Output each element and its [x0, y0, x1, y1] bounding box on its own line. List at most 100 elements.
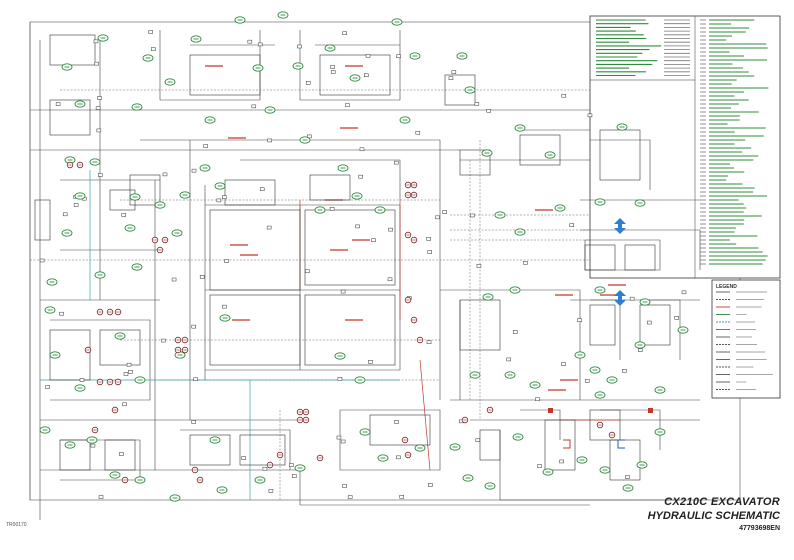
valve-symbol: [59, 311, 64, 316]
reference-badge: [134, 376, 146, 384]
valve-symbol: [123, 372, 129, 376]
component-box: [319, 54, 391, 96]
valve-symbol: [98, 173, 103, 177]
component-box: [99, 329, 141, 366]
valve-symbol: [448, 76, 454, 80]
valve-symbol: [364, 73, 369, 78]
port-markers: [66, 161, 616, 484]
valve-symbol: [359, 147, 365, 152]
valve-symbol: [394, 160, 399, 165]
reference-badge: [294, 464, 306, 472]
valve-symbol: [199, 275, 205, 279]
reference-badge: [86, 436, 98, 444]
reference-badge: [594, 391, 606, 399]
drawing-reference: TR00170: [6, 522, 27, 528]
valve-symbol: [427, 250, 432, 254]
component-box: [584, 244, 616, 271]
component-box: [49, 34, 96, 66]
valve-symbol: [388, 227, 393, 232]
valve-symbol: [330, 65, 335, 69]
reference-badge: [622, 484, 634, 492]
valve-symbol: [266, 225, 272, 230]
valve-symbol: [674, 316, 679, 320]
valve-symbol: [368, 360, 373, 364]
reference-badge: [164, 78, 176, 86]
legend-heading: LEGEND: [716, 284, 737, 290]
valve-symbol: [222, 304, 227, 309]
reference-badge: [179, 191, 191, 199]
reference-badge: [544, 151, 556, 159]
valve-symbol: [203, 144, 208, 148]
port-marker: [121, 476, 129, 484]
port-marker: [296, 408, 304, 416]
reference-badge: [542, 468, 554, 476]
port-marker: [404, 296, 412, 304]
reference-badge: [634, 341, 646, 349]
reference-badge: [574, 351, 586, 359]
reference-badge: [74, 384, 86, 392]
reference-badge: [154, 201, 166, 209]
component-box: [589, 409, 621, 441]
valve-symbol: [399, 495, 405, 499]
reference-badge: [469, 371, 481, 379]
valve-symbol: [451, 70, 457, 74]
reference-badge: [314, 206, 326, 214]
reference-badge: [252, 64, 264, 72]
port-marker: [410, 181, 418, 189]
reference-badge: [61, 63, 73, 71]
port-marker: [191, 466, 199, 474]
reference-badge: [639, 298, 651, 306]
reference-badge: [514, 228, 526, 236]
reference-badge: [214, 182, 226, 190]
valve-symbol: [122, 402, 127, 407]
valve-symbol: [342, 484, 347, 488]
component-box: [239, 434, 286, 466]
component-box: [589, 304, 616, 346]
port-marker: [96, 308, 104, 316]
reference-badge: [464, 86, 476, 94]
valve-symbol: [292, 474, 297, 478]
component-box: [224, 179, 276, 206]
valve-symbol: [79, 378, 85, 382]
component-box: [209, 209, 301, 291]
motor-marks: [548, 408, 653, 449]
valve-symbol: [148, 30, 153, 34]
legend-box: [711, 279, 781, 399]
component-list-rows-left: [596, 19, 690, 77]
component-box: [544, 419, 576, 471]
component-box: [459, 149, 491, 176]
port-marker: [76, 161, 84, 169]
port-marker: [114, 308, 122, 316]
valve-symbol: [216, 198, 222, 203]
reference-badge: [44, 306, 56, 314]
reference-badge: [504, 371, 516, 379]
valve-symbol: [224, 259, 229, 263]
component-box: [304, 294, 396, 366]
valve-symbol: [221, 195, 227, 200]
port-marker: [416, 336, 424, 344]
valve-symbol: [622, 369, 627, 373]
valve-symbol: [337, 377, 343, 381]
component-box: [639, 304, 671, 346]
valve-symbol: [569, 223, 574, 227]
component-box: [209, 294, 301, 366]
drawing-title: CX210C EXCAVATOR: [664, 496, 780, 508]
reference-badge: [399, 116, 411, 124]
port-marker: [96, 378, 104, 386]
valve-symbol: [193, 377, 198, 382]
reference-badge: [576, 456, 588, 464]
valve-symbol: [486, 108, 492, 113]
port-marker: [404, 191, 412, 199]
pilot-lines: [30, 89, 590, 500]
port-marker: [404, 451, 412, 459]
reference-badge: [74, 192, 86, 200]
valve-symbol: [94, 61, 99, 66]
valve-symbol: [191, 168, 197, 173]
port-marker: [596, 421, 604, 429]
component-box: [189, 434, 231, 466]
reference-badge: [61, 229, 73, 237]
reference-badge: [606, 376, 618, 384]
valve-symbol: [428, 483, 433, 487]
reference-badge: [349, 74, 361, 82]
valve-symbol: [387, 277, 393, 282]
